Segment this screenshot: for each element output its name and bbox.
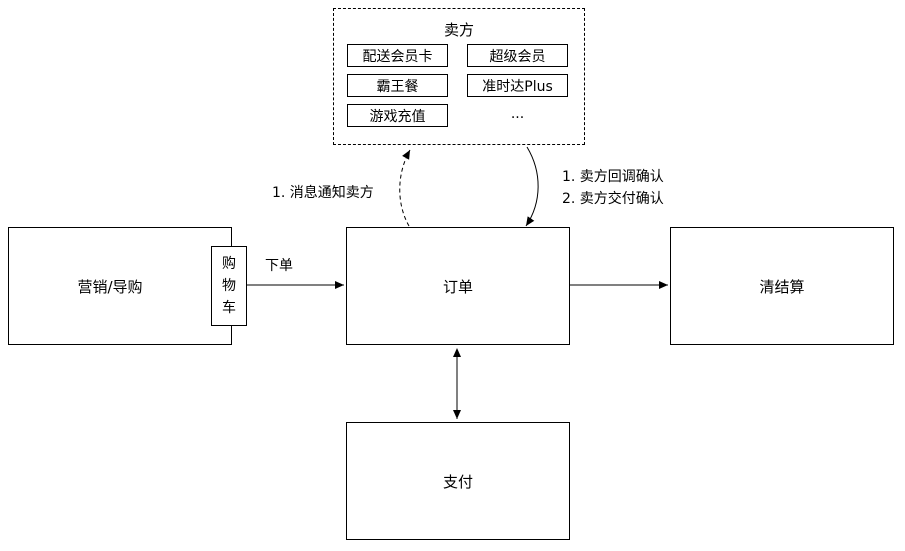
arrow-notify-seller (399, 149, 411, 227)
cart-char-3: 车 (222, 300, 236, 316)
edge-label-notify-seller: 1. 消息通知卖方 (272, 185, 374, 201)
seller-item-delivery-card: 配送会员卡 (347, 44, 448, 67)
payment-node: 支付 (346, 422, 570, 540)
payment-label: 支付 (442, 472, 473, 491)
marketing-node: 营销/导购 (8, 227, 232, 345)
edge-label-place-order: 下单 (265, 258, 293, 274)
seller-group: 卖方 配送会员卡 超级会员 霸王餐 准时达Plus 游戏充值 ... (333, 8, 585, 145)
arrow-seller-confirm (525, 146, 539, 227)
settlement-label: 清结算 (759, 277, 805, 296)
order-node: 订单 (346, 227, 570, 345)
cart-char-2: 物 (222, 278, 236, 294)
seller-title: 卖方 (443, 21, 474, 39)
cart-char-1: 购 (222, 256, 236, 272)
marketing-label: 营销/导购 (77, 277, 143, 296)
seller-item-super-member: 超级会员 (467, 44, 568, 67)
settlement-node: 清结算 (670, 227, 894, 345)
cart-node: 购 物 车 (211, 246, 247, 326)
seller-item-game-topup: 游戏充值 (347, 104, 448, 127)
seller-item-free-meal: 霸王餐 (347, 74, 448, 97)
edge-label-seller-delivery: 2. 卖方交付确认 (562, 191, 664, 207)
seller-item-more: ... (510, 106, 525, 122)
seller-item-ontime-plus: 准时达Plus (467, 74, 568, 97)
order-label: 订单 (442, 277, 473, 296)
edge-label-seller-callback: 1. 卖方回调确认 (562, 169, 664, 185)
